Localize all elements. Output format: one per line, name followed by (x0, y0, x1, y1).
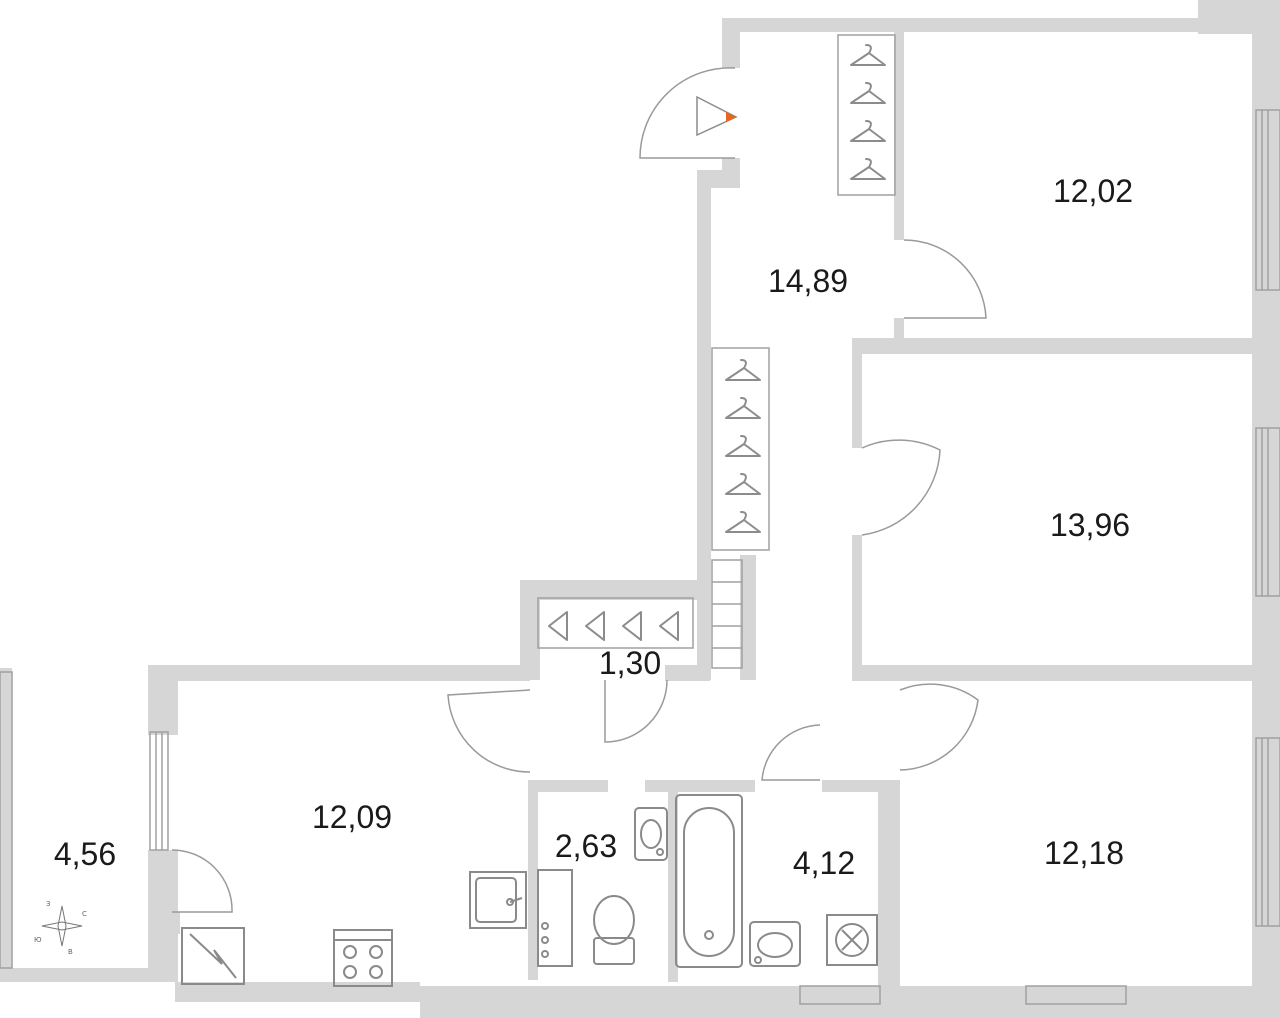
cabinet-icon (537, 869, 573, 967)
compass-west-label: З (46, 900, 51, 908)
bathtub-icon (675, 794, 743, 968)
electrical-panel-icon (181, 927, 245, 985)
room-area-label: 12,18 (1044, 835, 1124, 871)
stove-icon (333, 929, 393, 987)
room-area-label: 4,56 (54, 836, 116, 872)
doors (171, 67, 987, 913)
compass-east-label: В (68, 948, 73, 956)
room-area-label: 14,89 (768, 263, 848, 299)
hanger-icon (850, 44, 886, 180)
sink-icon (634, 807, 668, 861)
hanger-icon (725, 359, 761, 533)
compass-icon: З С Ю В (34, 900, 87, 956)
room-area-label: 12,02 (1053, 173, 1133, 209)
sink-icon (749, 921, 801, 967)
fixtures (181, 794, 878, 987)
room-area-label: 2,63 (555, 828, 617, 864)
toilet-icon (593, 895, 635, 965)
compass-south-label: Ю (34, 936, 42, 944)
compass-north-label: С (82, 910, 87, 918)
room-area-label: 13,96 (1050, 507, 1130, 543)
kitchen-sink-icon (469, 871, 527, 929)
room-area-label: 4,12 (793, 845, 855, 881)
hanger-icon (548, 611, 679, 641)
entrance-marker-icon (696, 95, 738, 137)
room-labels: 12,02 14,89 13,96 1,30 12,09 4,56 2,63 4… (54, 173, 1133, 881)
room-area-label: 1,30 (599, 645, 661, 681)
wardrobes (537, 34, 896, 669)
washing-machine-icon (826, 914, 878, 966)
room-area-label: 12,09 (312, 799, 392, 835)
windows (0, 109, 1280, 1005)
